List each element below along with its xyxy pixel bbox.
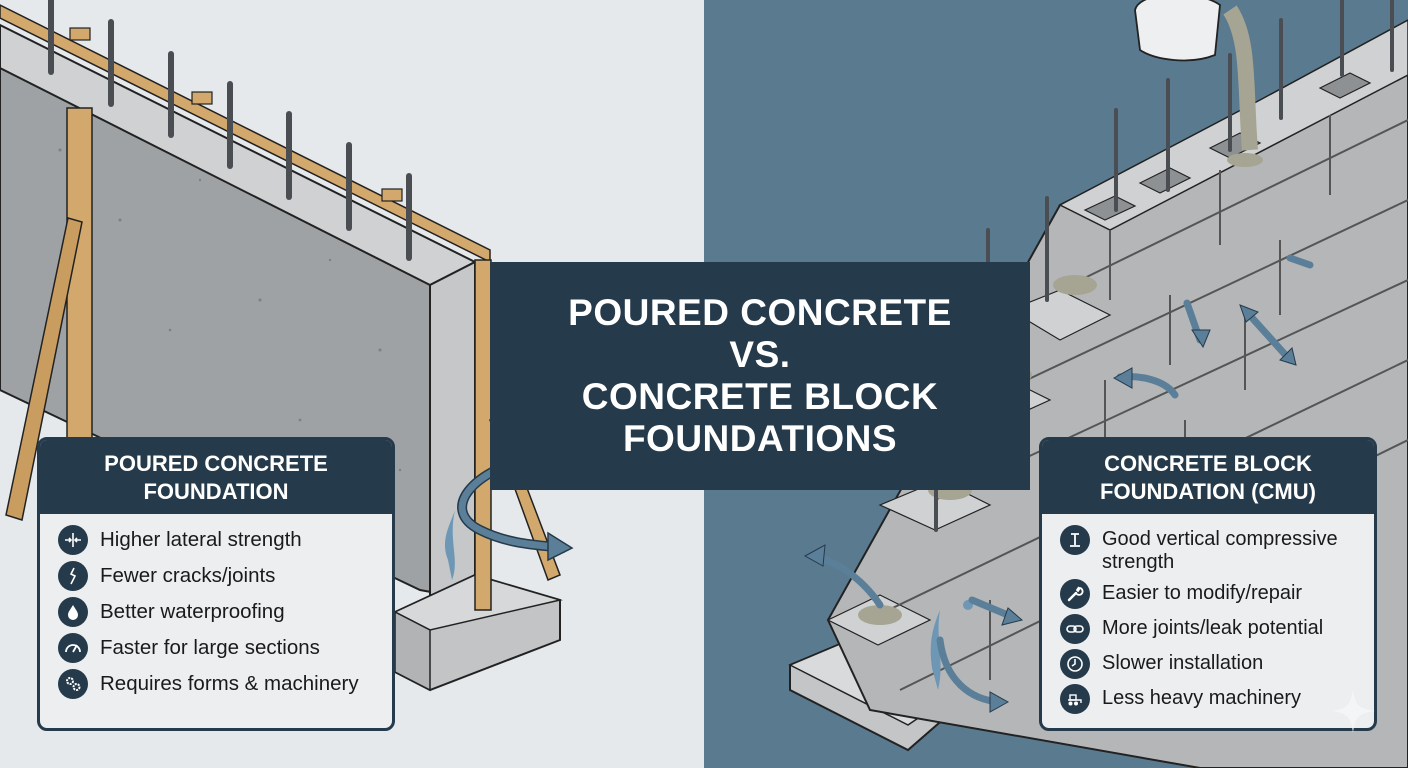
card-heading-line-1: CONCRETE BLOCK (1104, 451, 1312, 476)
item-label: Fewer cracks/joints (100, 564, 276, 587)
item-label: Higher lateral strength (100, 528, 302, 551)
wrench-icon (1060, 579, 1090, 609)
list-item: More joints/leak potential (1060, 614, 1364, 644)
list-item: Less heavy machinery (1060, 684, 1364, 714)
tractor-icon (1060, 684, 1090, 714)
list-item: Requires forms & machinery (58, 669, 382, 699)
water-drop-icon (58, 597, 88, 627)
poured-concrete-card: POURED CONCRETE FOUNDATION Higher latera… (37, 437, 395, 731)
compress-arrows-icon (58, 525, 88, 555)
list-item: Faster for large sections (58, 633, 382, 663)
clock-icon (1060, 649, 1090, 679)
title-line-4: FOUNDATIONS (622, 418, 898, 459)
poured-concrete-card-list: Higher lateral strength Fewer cracks/joi… (40, 514, 392, 699)
item-label: Requires forms & machinery (100, 672, 359, 695)
title-banner: POURED CONCRETE VS. CONCRETE BLOCK FOUND… (490, 262, 1030, 490)
crack-icon (58, 561, 88, 591)
card-heading-line-2: FOUNDATION (CMU) (1100, 479, 1316, 504)
poured-concrete-card-header: POURED CONCRETE FOUNDATION (40, 440, 392, 514)
item-label: Good vertical compressive strength (1102, 528, 1338, 573)
list-item: Higher lateral strength (58, 525, 382, 555)
i-beam-icon (1060, 525, 1090, 555)
concrete-block-card: CONCRETE BLOCK FOUNDATION (CMU) Good ver… (1039, 437, 1377, 731)
gears-icon (58, 669, 88, 699)
concrete-block-card-header: CONCRETE BLOCK FOUNDATION (CMU) (1042, 440, 1374, 514)
speedometer-icon (58, 633, 88, 663)
item-label: Better waterproofing (100, 600, 285, 623)
list-item: Easier to modify/repair (1060, 579, 1364, 609)
list-item: Better waterproofing (58, 597, 382, 627)
item-label: Faster for large sections (100, 636, 320, 659)
card-heading-line-2: FOUNDATION (143, 479, 289, 504)
item-label: More joints/leak potential (1102, 617, 1324, 639)
title-line-3: CONCRETE BLOCK (581, 376, 939, 417)
item-label: Easier to modify/repair (1102, 582, 1303, 604)
concrete-block-card-list: Good vertical compressive strength Easie… (1042, 514, 1374, 714)
sparkle-icon (1331, 689, 1375, 733)
list-item: Slower installation (1060, 649, 1364, 679)
title-line-2: VS. (729, 334, 791, 375)
chain-link-icon (1060, 614, 1090, 644)
item-label: Less heavy machinery (1102, 687, 1301, 709)
item-label: Slower installation (1102, 652, 1264, 674)
card-heading-line-1: POURED CONCRETE (104, 451, 328, 476)
list-item: Fewer cracks/joints (58, 561, 382, 591)
list-item: Good vertical compressive strength (1060, 525, 1364, 574)
title-line-1: POURED CONCRETE (568, 292, 952, 333)
